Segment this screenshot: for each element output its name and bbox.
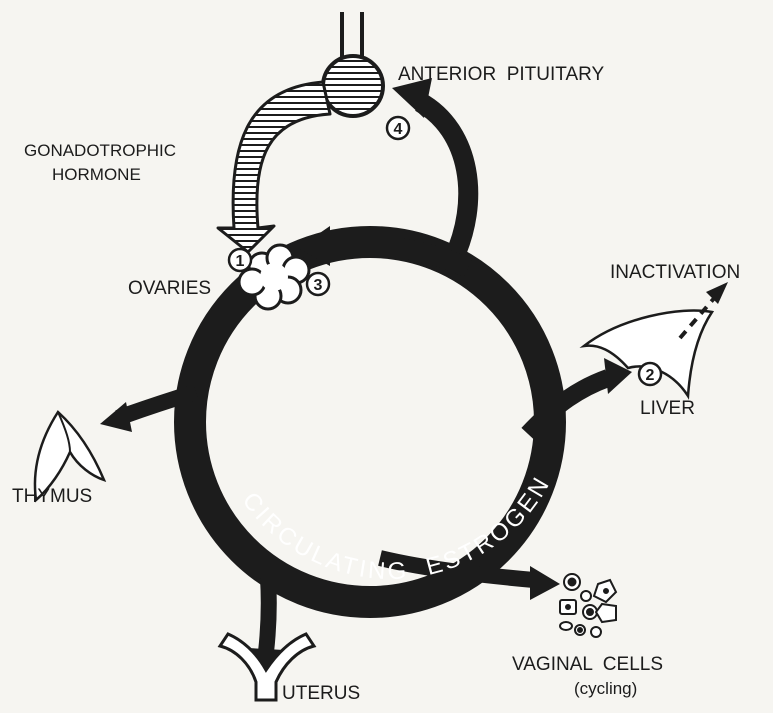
- inactivation-label: INACTIVATION: [610, 262, 740, 283]
- svg-text:4: 4: [394, 121, 403, 138]
- liver-label: LIVER: [640, 398, 695, 419]
- anterior-pituitary-gland: [323, 56, 383, 116]
- ovaries-label: OVARIES: [128, 278, 211, 299]
- marker-1: 1: [229, 249, 251, 271]
- marker-3: 3: [307, 273, 329, 295]
- marker-2: 2: [639, 363, 661, 385]
- gonadotrophic-hormone-arrow: [218, 82, 330, 252]
- svg-text:2: 2: [646, 367, 655, 384]
- cycling-label: (cycling): [574, 679, 637, 698]
- vaginal-cells-label: VAGINAL CELLS: [512, 654, 663, 675]
- gonadotrophic-label-line1: GONADOTROPHIC: [24, 141, 176, 160]
- anterior-pituitary-label: ANTERIOR PITUITARY: [398, 64, 605, 85]
- uterus-arrow: [266, 578, 269, 652]
- vaginal-cells-arrowhead: [530, 566, 560, 600]
- thymus-label: THYMUS: [12, 486, 92, 507]
- uterus-label: UTERUS: [282, 683, 360, 704]
- svg-text:1: 1: [236, 253, 245, 270]
- marker-4: 4: [387, 117, 409, 139]
- vaginal-cells-cluster: [560, 574, 616, 637]
- svg-text:3: 3: [314, 277, 323, 294]
- pituitary-stalk: [342, 12, 362, 60]
- inactivation-arrowhead: [706, 282, 728, 304]
- gonadotrophic-label-line2: HORMONE: [52, 165, 141, 184]
